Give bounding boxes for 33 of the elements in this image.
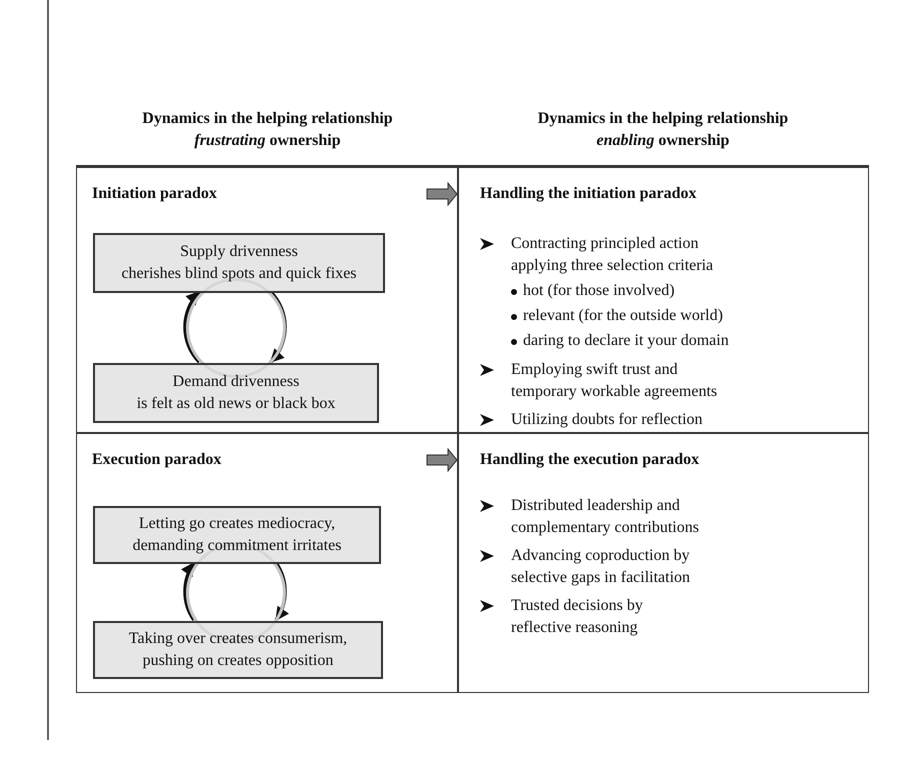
bullet-text: Employing swift trust and temporary workable agreements bbox=[511, 360, 718, 402]
box-text: cherishes blind spots and quick fixes bbox=[121, 264, 357, 284]
table-cell bbox=[76, 432, 459, 693]
cell-heading: Initiation paradox bbox=[92, 185, 217, 203]
table-cell bbox=[457, 432, 869, 693]
column-heading: Dynamics in the helping relationship enabling ownership bbox=[536, 109, 790, 151]
bullet-text: Advancing coproduction by selective gaps in facilitation bbox=[511, 546, 692, 588]
bullet-text: hot (for those involved) bbox=[523, 281, 676, 301]
bullet-text: Utilizing doubts for reflection bbox=[511, 410, 704, 430]
process-box bbox=[93, 233, 385, 293]
column-heading: Dynamics in the helping relationship frustrating ownership bbox=[141, 109, 394, 151]
cycle-arrow bbox=[181, 562, 196, 621]
process-box bbox=[93, 506, 381, 564]
table-cell bbox=[76, 166, 459, 434]
box-text: Demand drivenness bbox=[172, 372, 300, 392]
process-box bbox=[93, 363, 379, 423]
table-cell bbox=[457, 166, 869, 434]
box-text: is felt as old news or black box bbox=[136, 394, 336, 414]
cell-heading: Handling the initiation paradox bbox=[480, 185, 696, 203]
bullet-text: daring to declare it your domain bbox=[523, 331, 730, 351]
cell-heading: Execution paradox bbox=[92, 451, 222, 469]
cycle-arrow bbox=[269, 290, 287, 364]
bullet-text: relevant (for the outside world) bbox=[523, 306, 724, 326]
bullet-text: Trusted decisions by reflective reasoning bbox=[511, 596, 644, 638]
cell-heading: Handling the execution paradox bbox=[480, 451, 700, 469]
process-box bbox=[93, 621, 383, 679]
box-text: Supply drivenness bbox=[180, 242, 298, 262]
box-text: Taking over creates consumerism, pushing on creates opposition bbox=[128, 629, 348, 671]
cycle-arrow bbox=[274, 562, 289, 622]
box-text: Letting go creates mediocracy, demanding commitment irritates bbox=[132, 514, 342, 556]
block-arrow bbox=[426, 182, 458, 206]
block-arrow bbox=[426, 448, 458, 472]
bullet-text: Distributed leadership and complementary contributions bbox=[511, 496, 700, 538]
